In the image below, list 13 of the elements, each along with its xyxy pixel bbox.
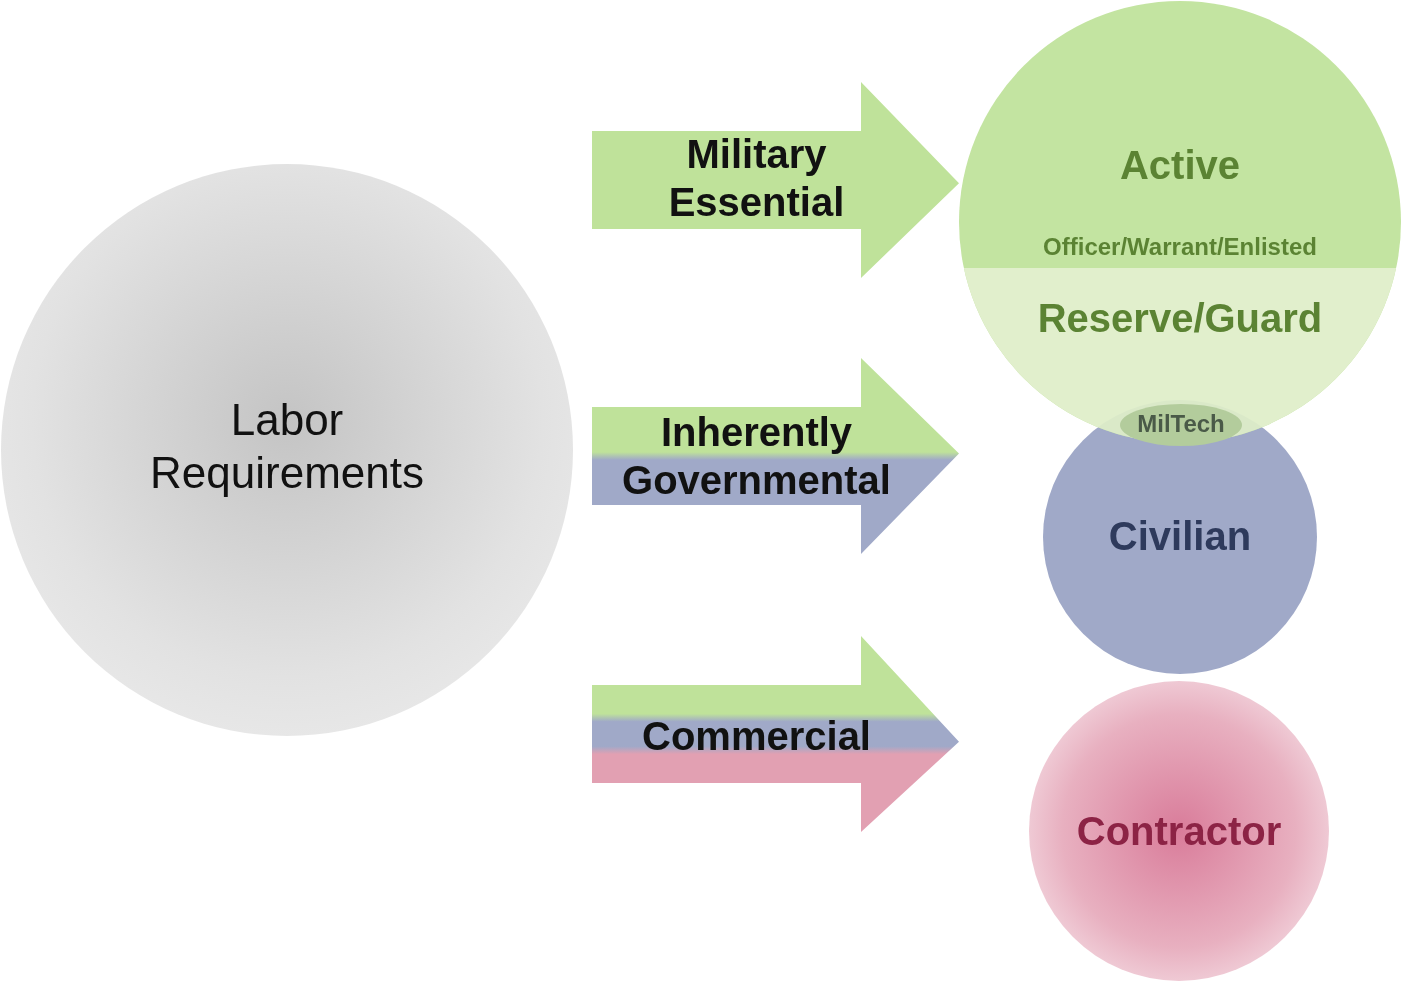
node-label: Contractor	[1075, 808, 1283, 855]
node-label: MilTech	[1136, 410, 1226, 439]
node-label: Active	[1118, 142, 1242, 189]
node-label: Labor Requirements	[149, 394, 425, 499]
node-label: Reserve/Guard	[1036, 295, 1324, 342]
block-arrow	[592, 82, 959, 278]
node-label: Officer/Warrant/Enlisted	[1042, 233, 1318, 262]
block-arrow	[592, 636, 959, 832]
edge-label: Military Essential	[667, 131, 846, 226]
edge-label: Inherently Governmental	[621, 409, 892, 504]
node-label: Civilian	[1107, 513, 1253, 560]
block-arrow	[592, 358, 959, 554]
edge-label: Commercial	[641, 713, 872, 760]
